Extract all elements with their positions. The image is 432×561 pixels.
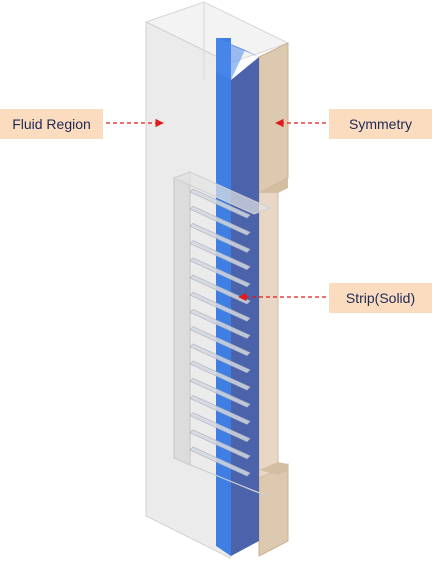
fin-frame-back [173, 171, 191, 466]
strip-fin [189, 360, 251, 391]
strip-fin [189, 395, 251, 425]
strip-front-highlight [216, 38, 245, 80]
strip-solid-label: Strip(Solid) [329, 283, 432, 313]
strip-fin [189, 274, 251, 305]
strip-fin [189, 309, 251, 339]
strip-fin [189, 326, 251, 356]
strip-fin [189, 429, 251, 460]
symmetry-face [258, 42, 289, 194]
strip-fin [189, 343, 251, 374]
symmetry-plane [258, 42, 289, 557]
strip-fin [189, 446, 251, 477]
strip-fin [189, 291, 251, 322]
strip-fin [189, 377, 251, 408]
strip-side-face [231, 57, 259, 556]
fluid-region-label: Fluid Region [0, 109, 103, 139]
fin-group [189, 188, 251, 477]
strip-fin [189, 188, 251, 219]
strip-fin [189, 205, 251, 236]
strip-fin [189, 412, 251, 442]
symmetry-step-bottom [259, 462, 288, 475]
fin-frame-top [172, 171, 272, 215]
symmetry-face-mid [258, 183, 279, 479]
strip-fin [189, 257, 251, 288]
fin-frame-bottom [173, 457, 271, 498]
strip-fin [189, 223, 251, 253]
symmetry-step-top [259, 178, 288, 193]
fin-assembly [172, 171, 272, 498]
symmetry-face-lower [258, 463, 289, 557]
symmetry-label: Symmetry [329, 109, 432, 139]
strip-fin [189, 240, 251, 270]
